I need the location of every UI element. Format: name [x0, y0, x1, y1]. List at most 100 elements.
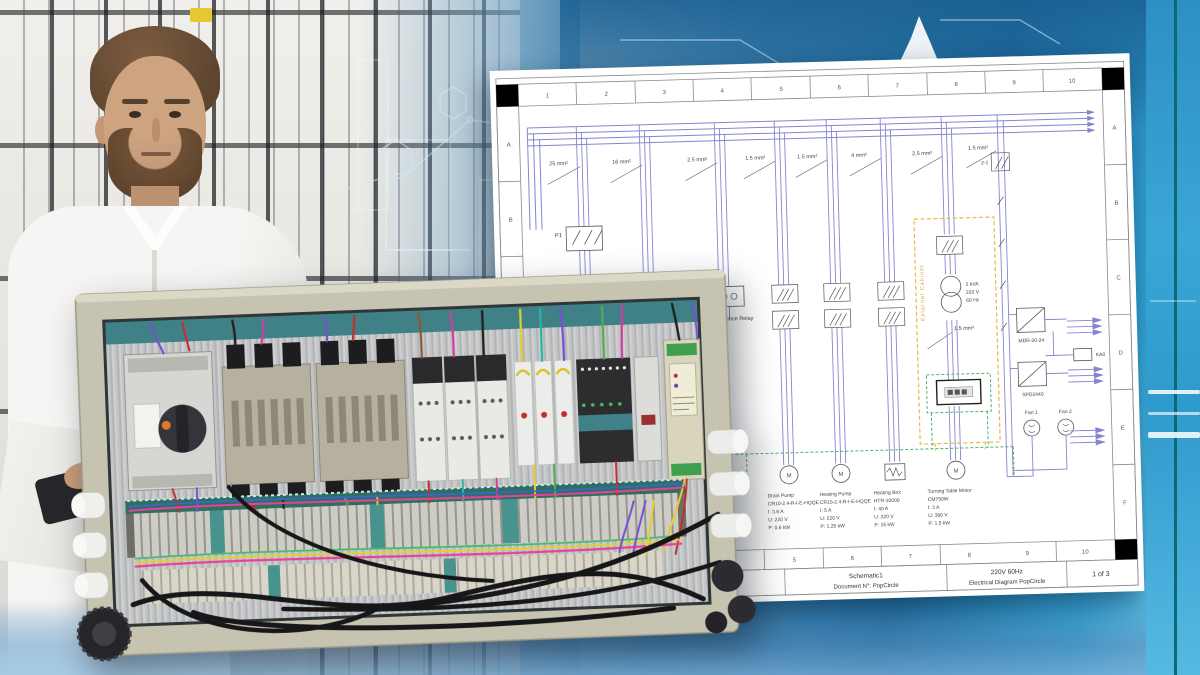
load-symbols: [779, 460, 966, 485]
load-model: CR10-2.4-R-I-E-HQQE: [820, 499, 872, 506]
grid-col: 9: [1012, 80, 1016, 86]
wiring-harness: [128, 302, 699, 568]
grid-col: 6: [837, 85, 841, 91]
fan2-label: Fan 2: [1059, 409, 1072, 415]
fuse-block-1: [221, 342, 316, 503]
gauge-label: 2.5 mm²: [687, 157, 707, 164]
load-name: Heating Box: [873, 490, 901, 497]
grid-col: 6: [851, 556, 855, 562]
grid-col: 8: [968, 553, 972, 559]
wire-duct: [125, 479, 686, 514]
grid-col: 9: [1026, 551, 1030, 557]
eyebrow-left: [122, 99, 148, 104]
load-name: Heating Pump: [819, 491, 851, 498]
cable-glands-right: [705, 429, 756, 634]
motor-starter-groups: [771, 281, 906, 330]
grid-row: C: [1116, 275, 1121, 281]
load-heating-box: Heating Box HTR-10000 I: 40 A U: 220 V P…: [873, 490, 901, 529]
load-power: P: 0.6 kW: [768, 525, 790, 532]
load-power: P: 1.25 kW: [820, 523, 845, 530]
light-streak: [1150, 300, 1196, 302]
grid-col: 1: [546, 93, 550, 99]
orange-dashed-links: [934, 442, 986, 451]
title-block: Schematic1 Document N°: PopCircle 220V 6…: [834, 568, 1110, 591]
load-model: HTR-10000: [874, 498, 900, 505]
fuse-block-2: [315, 338, 409, 500]
contactor-block: [411, 353, 512, 483]
title-page-number: 1 of 3: [1092, 571, 1110, 578]
gauge-label: 16 mm²: [612, 159, 631, 166]
grid-bottom-numbers: 5 6 7 8 9 10: [793, 549, 1090, 563]
gauge-label: 1.5 mm²: [968, 145, 988, 152]
load-power: P: 15 kW: [874, 522, 895, 529]
load-voltage: U: 380 V: [928, 512, 948, 519]
grid-col: 3: [663, 90, 667, 96]
transformer-rating: 2 kVA: [966, 281, 980, 287]
light-streak: [1148, 432, 1200, 438]
terminal-row-1: [125, 492, 687, 558]
control-ladder: 2-1 MDR-20-24 SPD2440 KA0 Fan 1 Fan 2: [981, 152, 1106, 478]
gauge-label: 1.5 mm²: [797, 154, 817, 161]
psu1-label: MDR-20-24: [1018, 338, 1044, 345]
power-supply-unit: [662, 338, 706, 481]
bus-arrows: [1086, 109, 1096, 133]
load-current: I: 5 A: [820, 508, 832, 514]
load-model: CR10-2.4-R-I-E-HQQE: [768, 500, 820, 507]
transformer-symbol: 2 kVA 220 V 60 Hz: [940, 275, 980, 313]
grid-col: 5: [793, 558, 797, 564]
title-diagram-name: Electrical Diagram PopCircle: [969, 579, 1046, 587]
load-motor-letters: M M M: [786, 469, 958, 480]
grid-col: 5: [779, 87, 783, 93]
load-voltage: U: 220 V: [874, 514, 894, 521]
gauge-label: 25 mm²: [549, 161, 568, 168]
fan1-label: Fan 1: [1025, 410, 1038, 416]
title-doc-title: Schematic1: [849, 572, 884, 580]
mouth: [141, 152, 171, 156]
motor-letter: M: [786, 473, 791, 479]
load-name: Drain Pump: [768, 493, 795, 500]
grid-row: A: [1112, 126, 1116, 132]
gauge-label: 4 mm²: [851, 153, 867, 159]
load-voltage: U: 220 V: [820, 515, 840, 522]
motor-letter: M: [838, 472, 843, 478]
load-current: I: 3.6 A: [768, 509, 784, 515]
grid-row: B: [1114, 201, 1118, 207]
transformer-frequency: 60 Hz: [966, 297, 980, 303]
black-cables: [130, 484, 723, 633]
branch-feeders: [575, 114, 1014, 497]
load-current: I: 40 A: [874, 506, 889, 512]
grid-top-numbers: 1 2 3 4 5 6 7 8 9 10: [546, 79, 1077, 100]
wire-duct-comb: [127, 478, 683, 502]
grid-col: 7: [909, 554, 913, 560]
grid-col: 7: [895, 84, 899, 90]
transformer-voltage: 220 V: [966, 289, 980, 295]
grid-row: F: [1123, 500, 1127, 506]
continuation-arrows: [1066, 317, 1106, 446]
load-power: P: 1.5 kW: [928, 520, 950, 527]
relay-module: [633, 355, 663, 462]
load-model: CM750W: [928, 496, 949, 503]
mini-relays: [513, 359, 576, 467]
grid-col: 10: [1069, 79, 1077, 85]
grid-col: 2: [605, 92, 609, 98]
accent-bar: [1146, 0, 1200, 675]
grid-col: 10: [1082, 549, 1090, 555]
title-rating: 220V 60Hz: [991, 568, 1023, 576]
control-breaker-tag: 2-1: [981, 160, 989, 166]
grid-row: A: [507, 142, 511, 148]
grid-row: B: [509, 217, 513, 223]
load-current: I: 3 A: [928, 505, 940, 511]
gland-knob: [76, 606, 132, 662]
grid-row: E: [1121, 425, 1125, 431]
external-cabinet-box: External Cabinet: [913, 216, 1001, 445]
cabinet-render: [71, 269, 756, 662]
light-streak: [1148, 412, 1200, 415]
light-streak: [1148, 390, 1200, 394]
title-doc-number: Document N°: PopCircle: [834, 583, 900, 591]
psu2-label: SPD2440: [1022, 392, 1044, 399]
grid-row: D: [1118, 350, 1123, 356]
terminal-row-2: [141, 550, 663, 605]
eyebrow-right: [164, 99, 190, 104]
main-breaker-tag: P1: [555, 233, 563, 239]
